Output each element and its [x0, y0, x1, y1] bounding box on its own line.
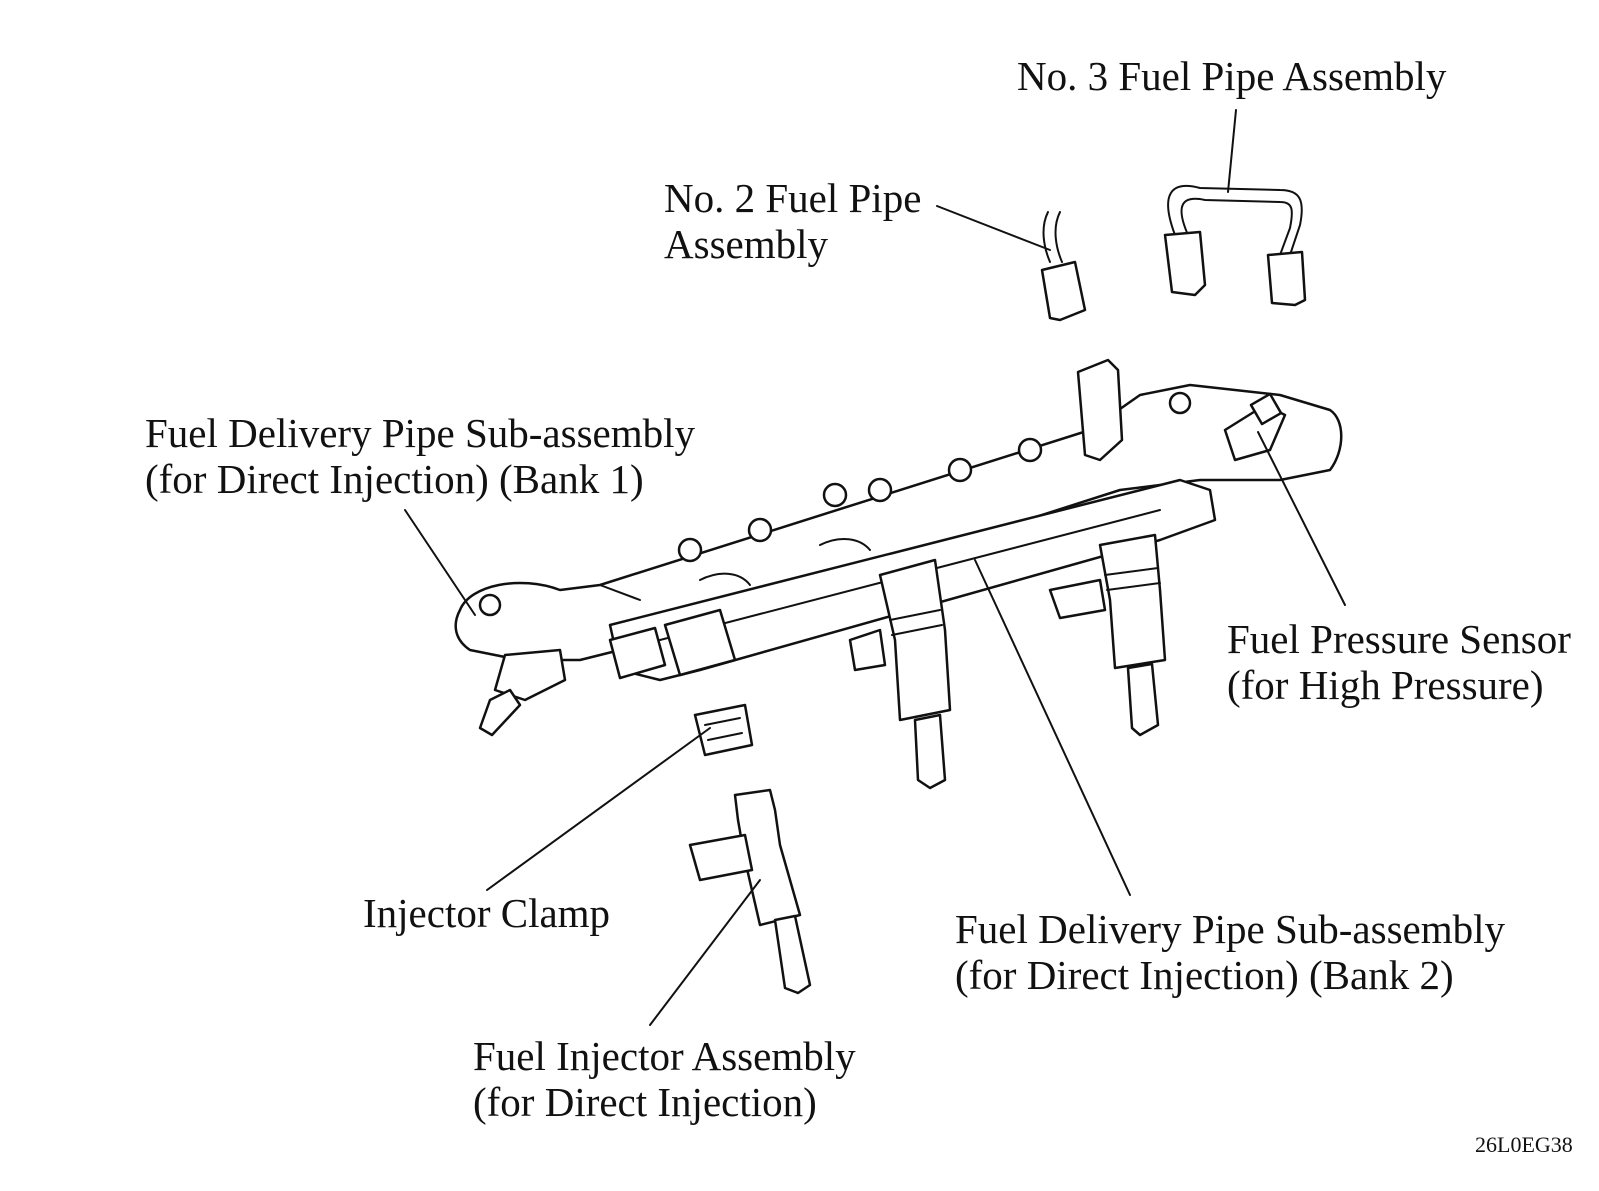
installed-injector-3 — [1048, 533, 1167, 737]
injector-label-line1: Fuel Injector Assembly — [473, 1033, 856, 1079]
installed-injector-2 — [848, 558, 952, 790]
fuel-pressure-sensor-part — [1223, 392, 1287, 462]
bank1-label-line2: (for Direct Injection) (Bank 1) — [145, 456, 644, 502]
pressure-sensor-label-line1: Fuel Pressure Sensor — [1227, 616, 1571, 662]
fuel-delivery-pipe-bank1 — [454, 383, 1343, 662]
bank1-label-line1: Fuel Delivery Pipe Sub-assembly — [145, 410, 696, 456]
bank2-label-line2: (for Direct Injection) (Bank 2) — [955, 952, 1454, 998]
no3-fuel-pipe-part — [1163, 184, 1307, 307]
no2-fuel-pipe-label-line1: No. 2 Fuel Pipe — [664, 175, 922, 221]
pressure-sensor-label-line2: (for High Pressure) — [1227, 662, 1544, 708]
fuel-injector-part — [688, 788, 812, 995]
injector-clamp-part — [693, 703, 754, 757]
no2-fuel-pipe-part — [1040, 211, 1087, 322]
injector-clamp-label: Injector Clamp — [363, 890, 611, 936]
injector-label-line2: (for Direct Injection) — [473, 1079, 817, 1125]
no3-fuel-pipe-label: No. 3 Fuel Pipe Assembly — [1017, 53, 1447, 99]
figure-code: 26L0EG38 — [1475, 1132, 1573, 1157]
installed-injector-1 — [478, 648, 567, 737]
no2-fuel-pipe-label-line2: Assembly — [664, 221, 828, 267]
leader-lines — [404, 109, 1346, 1026]
wire-connector — [608, 608, 737, 680]
bank2-label-line1: Fuel Delivery Pipe Sub-assembly — [955, 906, 1506, 952]
rail-riser-fitting — [1076, 358, 1124, 462]
